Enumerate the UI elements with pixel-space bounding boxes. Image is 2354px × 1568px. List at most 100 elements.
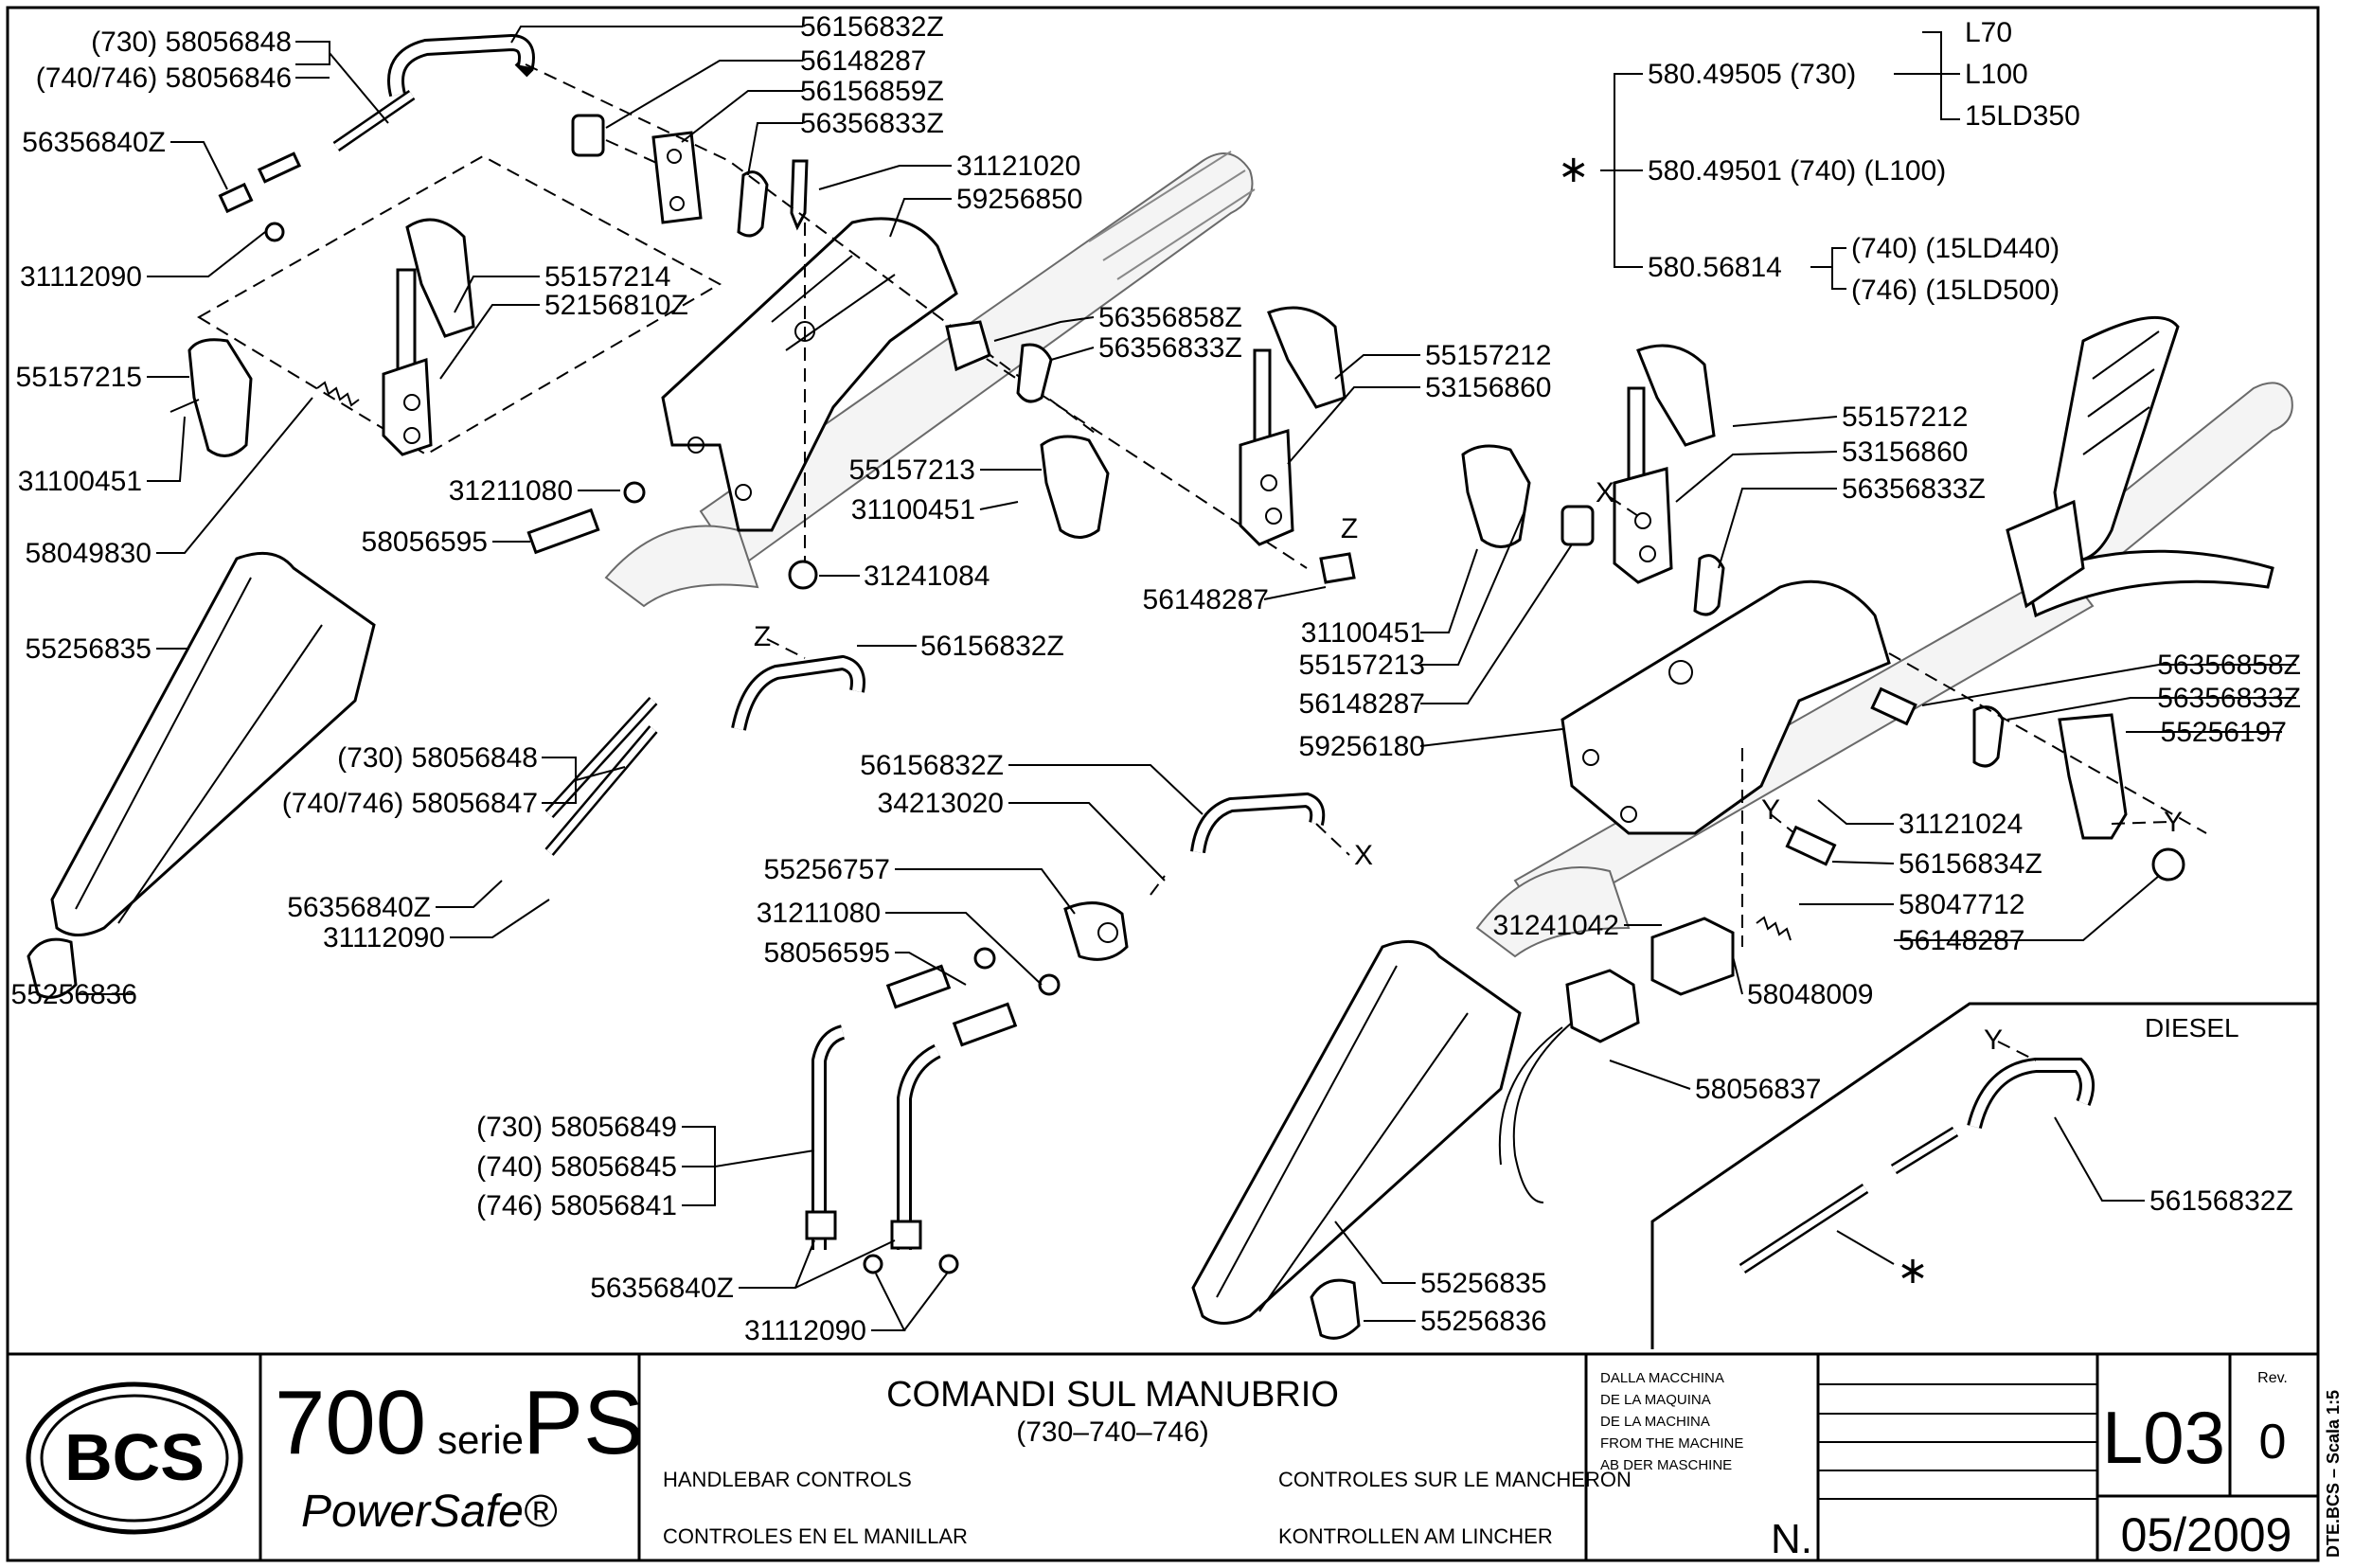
part-callout: 56156832Z [860,750,1004,781]
part-callout: 58049830 [26,538,152,569]
part-callout: 56356840Z [287,892,431,923]
model-number: 700 [275,1372,426,1473]
part-callout: 58056837 [1695,1074,1821,1105]
part-callout: (740/746) 58056847 [282,788,538,819]
part-callout: 56356840Z [22,127,166,158]
part-callout: 56156832Z [2149,1185,2293,1217]
title-italian: COMANDI SUL MANUBRIO [886,1375,1339,1415]
model-ps: PS [523,1372,644,1473]
part-callout: 56356833Z [800,108,944,139]
connection-marker: Y [1761,794,1780,826]
part-callout: 55256835 [26,633,152,665]
part-callout: 56356858Z [1098,302,1242,333]
model-name: PowerSafe® [301,1487,558,1537]
title-block: BCS 700 serie PS PowerSafe® COMANDI SUL … [8,1352,2343,1562]
part-callout: 52156810Z [544,290,688,321]
part-callout: (740/746) 58056846 [36,62,292,94]
part-callout: 56156834Z [1899,848,2042,880]
part-callout: (730) 58056848 [337,742,538,774]
title-french: CONTROLES SUR LE MANCHERON [1278,1468,1632,1491]
part-callout: 55256835 [1420,1268,1546,1299]
from-machine-fr: DE LA MACHINA [1600,1414,1710,1430]
callout-labels: (730) 58056848 (740/746) 58056846 56356840… [11,11,2301,1346]
part-callout: 31100451 [851,494,975,526]
part-callout: 56356858Z [2157,650,2301,681]
part-callout: 31211080 [449,475,573,507]
from-machine-en: FROM THE MACHINE [1600,1435,1743,1452]
part-callout: 55256836 [1420,1306,1546,1337]
part-callout: 58047712 [1899,889,2024,920]
part-callout: 55157214 [544,261,670,293]
sheet-frame [6,6,2320,1562]
connection-marker: ∗ [1897,1250,1929,1292]
part-callout: 56148287 [1143,584,1269,615]
rubber-boot-left [27,551,376,999]
part-callout: 56356833Z [2157,683,2301,714]
variant-asterisk: ∗ [1558,149,1590,190]
center-cables [544,654,1326,1274]
part-callout: (740) 58056845 [476,1151,677,1183]
part-callout: 55256757 [764,854,890,885]
part-callout: 31211080 [757,898,881,929]
title-models: (730–740–746) [1016,1417,1209,1448]
connection-marker: X [1354,840,1373,871]
right-control-group [1461,344,2207,1203]
diesel-inset [1650,1002,2318,1349]
part-callout: 53156860 [1842,437,1968,468]
scale-note: DTE.BCS – Scala 1:5 [2324,1390,2343,1558]
part-callout: 31112090 [323,922,445,953]
part-callout: 31112090 [20,261,142,293]
title-spanish: CONTROLES EN EL MANILLAR [663,1524,968,1548]
model-serie: serie [437,1417,524,1462]
part-callout: 53156860 [1425,372,1551,403]
part-callout: 59256180 [1299,731,1425,762]
variant-row-1: 580.49505 (730) [1648,59,1856,90]
from-machine-es: DE LA MAQUINA [1600,1392,1711,1408]
part-callout: 55157213 [849,454,975,486]
part-callout: 58048009 [1747,979,1873,1010]
from-machine-de: AB DER MASCHINE [1600,1457,1732,1473]
bcs-logo-text: BCS [64,1420,205,1494]
connection-marker: X [1596,477,1614,508]
part-callout: 56356840Z [590,1273,734,1304]
connection-marker: Y [2164,807,2183,838]
part-callout: 31100451 [1301,617,1425,649]
part-callout: 31121020 [956,151,1080,182]
diesel-label: DIESEL [2145,1013,2239,1042]
engine-15ld440: (740) (15LD440) [1851,233,2060,264]
part-callout: 55256836 [11,979,137,1010]
part-callout: 31241084 [864,561,990,592]
connection-marker: Z [1341,513,1358,544]
engine-15ld500: (746) (15LD500) [1851,275,2060,306]
part-callout: 56148287 [1299,688,1425,720]
part-callout: (730) 58056849 [476,1112,677,1143]
part-callout: 58056595 [362,526,488,558]
part-callout: 31100451 [18,466,142,497]
part-callout: 59256850 [956,184,1082,215]
part-callout: 56156859Z [800,76,944,107]
part-callout: 55157215 [16,362,142,393]
part-callout: 55157212 [1842,401,1968,433]
variant-row-3: 580.56814 [1648,252,1782,283]
n-label: N. [1771,1516,1812,1562]
part-callout: 56148287 [800,45,926,77]
variant-row-2: 580.49501 (740) (L100) [1648,155,1946,187]
part-callout: 56356833Z [1098,332,1242,364]
left-control-group [169,33,1308,590]
rev-label: Rev. [2257,1370,2288,1386]
rubber-boot-right [1191,939,1522,1340]
connection-marker: Y [1984,1025,2003,1056]
part-callout: 31241042 [1493,910,1619,941]
part-callout: 31112090 [744,1315,866,1346]
part-callout: 56156832Z [800,11,944,43]
part-callout: (746) 58056841 [476,1190,677,1221]
part-callout: 55256197 [2161,717,2287,748]
part-callout: 56356833Z [1842,473,1986,505]
part-callout: 31121024 [1899,809,2023,840]
engine-l100: L100 [1965,59,2028,90]
part-callout: (730) 58056848 [91,27,292,58]
bcs-logo [26,1381,243,1535]
table-code: L03 [2102,1396,2225,1479]
